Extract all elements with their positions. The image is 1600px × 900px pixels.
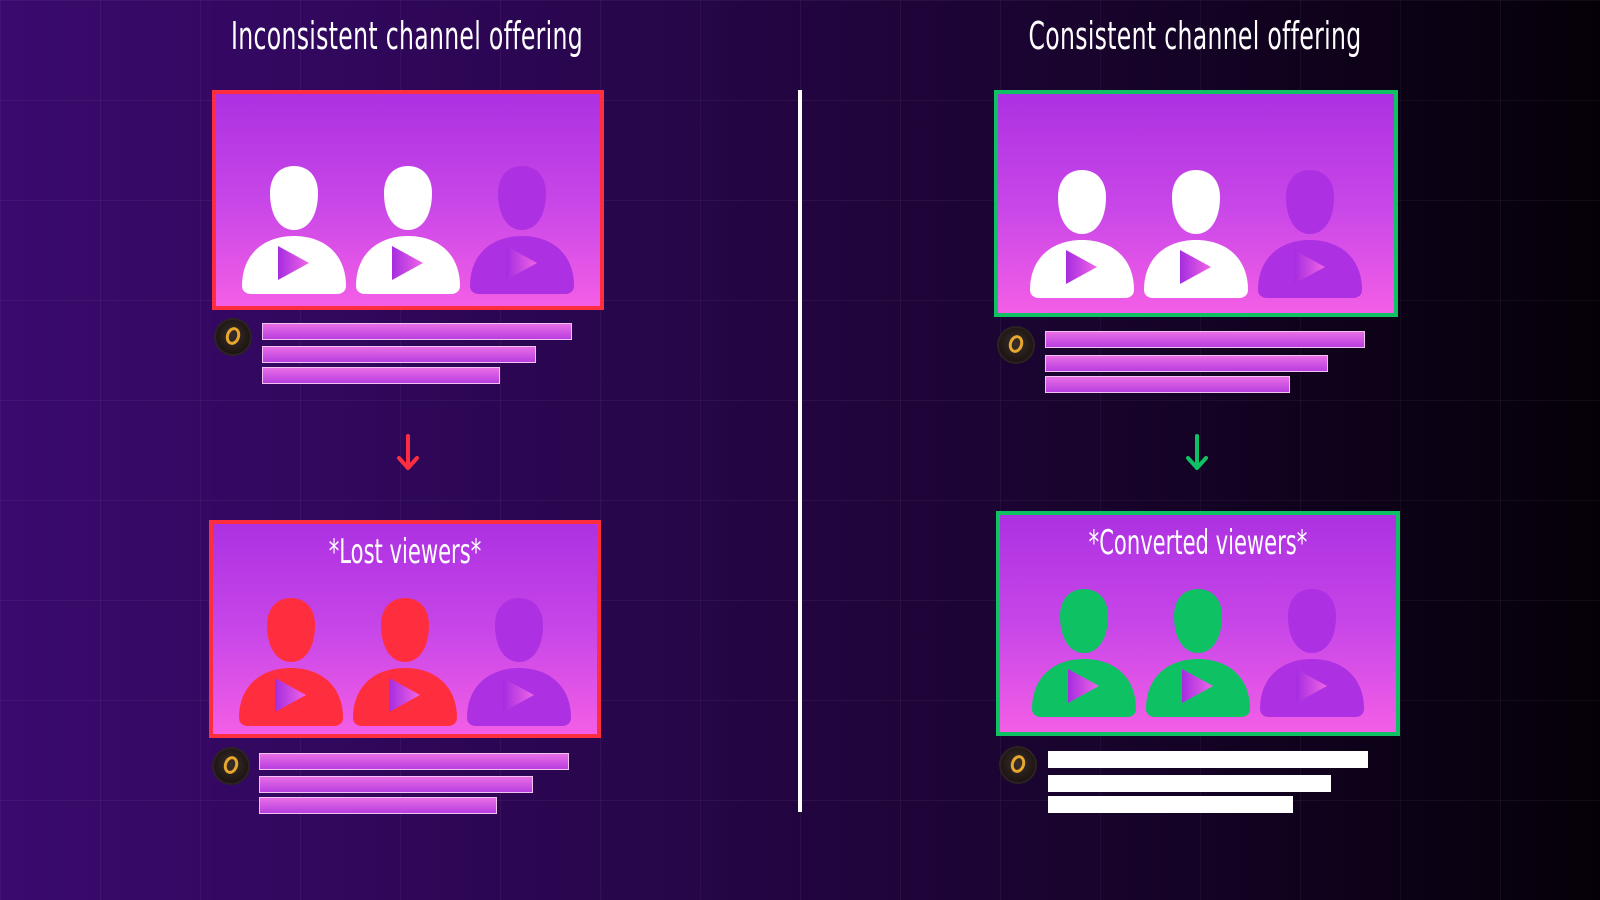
meta-placeholder-bar-highlighted <box>1048 775 1331 792</box>
viewer-group <box>998 162 1394 300</box>
ring-icon <box>223 325 243 347</box>
heading-inconsistent: Inconsistent channel offering <box>230 14 583 58</box>
outcome-card-lost: *Lost viewers* <box>209 520 601 738</box>
viewer-icon-converted <box>1028 581 1140 719</box>
viewer-group <box>1000 581 1396 719</box>
channel-logo-icon <box>999 328 1033 362</box>
channel-card-consistent <box>994 90 1398 317</box>
channel-card-inconsistent <box>212 90 604 310</box>
viewer-icon-lost <box>349 590 461 728</box>
title-placeholder-bar <box>1045 331 1365 348</box>
title-placeholder-bar <box>259 753 569 770</box>
viewer-icon-inactive <box>1254 162 1366 300</box>
viewer-icon-active <box>352 158 464 296</box>
channel-logo-icon <box>214 749 248 783</box>
channel-logo-icon <box>1001 748 1035 782</box>
meta-placeholder-bar <box>1045 376 1290 393</box>
outcome-caption-converted: *Converted viewers* <box>1088 523 1308 563</box>
arrow-down-icon-red <box>397 434 419 470</box>
viewer-icon-lost <box>235 590 347 728</box>
meta-placeholder-bar <box>262 346 536 363</box>
title-placeholder-bar-highlighted <box>1048 751 1368 768</box>
viewer-group <box>213 590 597 728</box>
viewer-group <box>216 158 600 296</box>
viewer-icon-active <box>1140 162 1252 300</box>
viewer-icon-converted <box>1142 581 1254 719</box>
outcome-caption-lost: *Lost viewers* <box>328 532 482 572</box>
meta-placeholder-bar <box>259 776 533 793</box>
heading-consistent: Consistent channel offering <box>1028 14 1362 58</box>
meta-placeholder-bar <box>262 367 500 384</box>
column-divider <box>798 90 802 812</box>
viewer-icon-inactive <box>463 590 575 728</box>
meta-placeholder-bar <box>1045 355 1328 372</box>
arrow-down-icon-green <box>1186 434 1208 470</box>
viewer-icon-inactive <box>466 158 578 296</box>
ring-icon <box>1006 333 1026 355</box>
meta-placeholder-bar <box>259 797 497 814</box>
ring-icon <box>221 754 241 776</box>
meta-placeholder-bar-highlighted <box>1048 796 1293 813</box>
channel-logo-icon <box>216 320 250 354</box>
viewer-icon-active <box>1026 162 1138 300</box>
ring-icon <box>1008 753 1028 775</box>
title-placeholder-bar <box>262 323 572 340</box>
outcome-card-converted: *Converted viewers* <box>996 511 1400 736</box>
viewer-icon-inactive <box>1256 581 1368 719</box>
viewer-icon-active <box>238 158 350 296</box>
